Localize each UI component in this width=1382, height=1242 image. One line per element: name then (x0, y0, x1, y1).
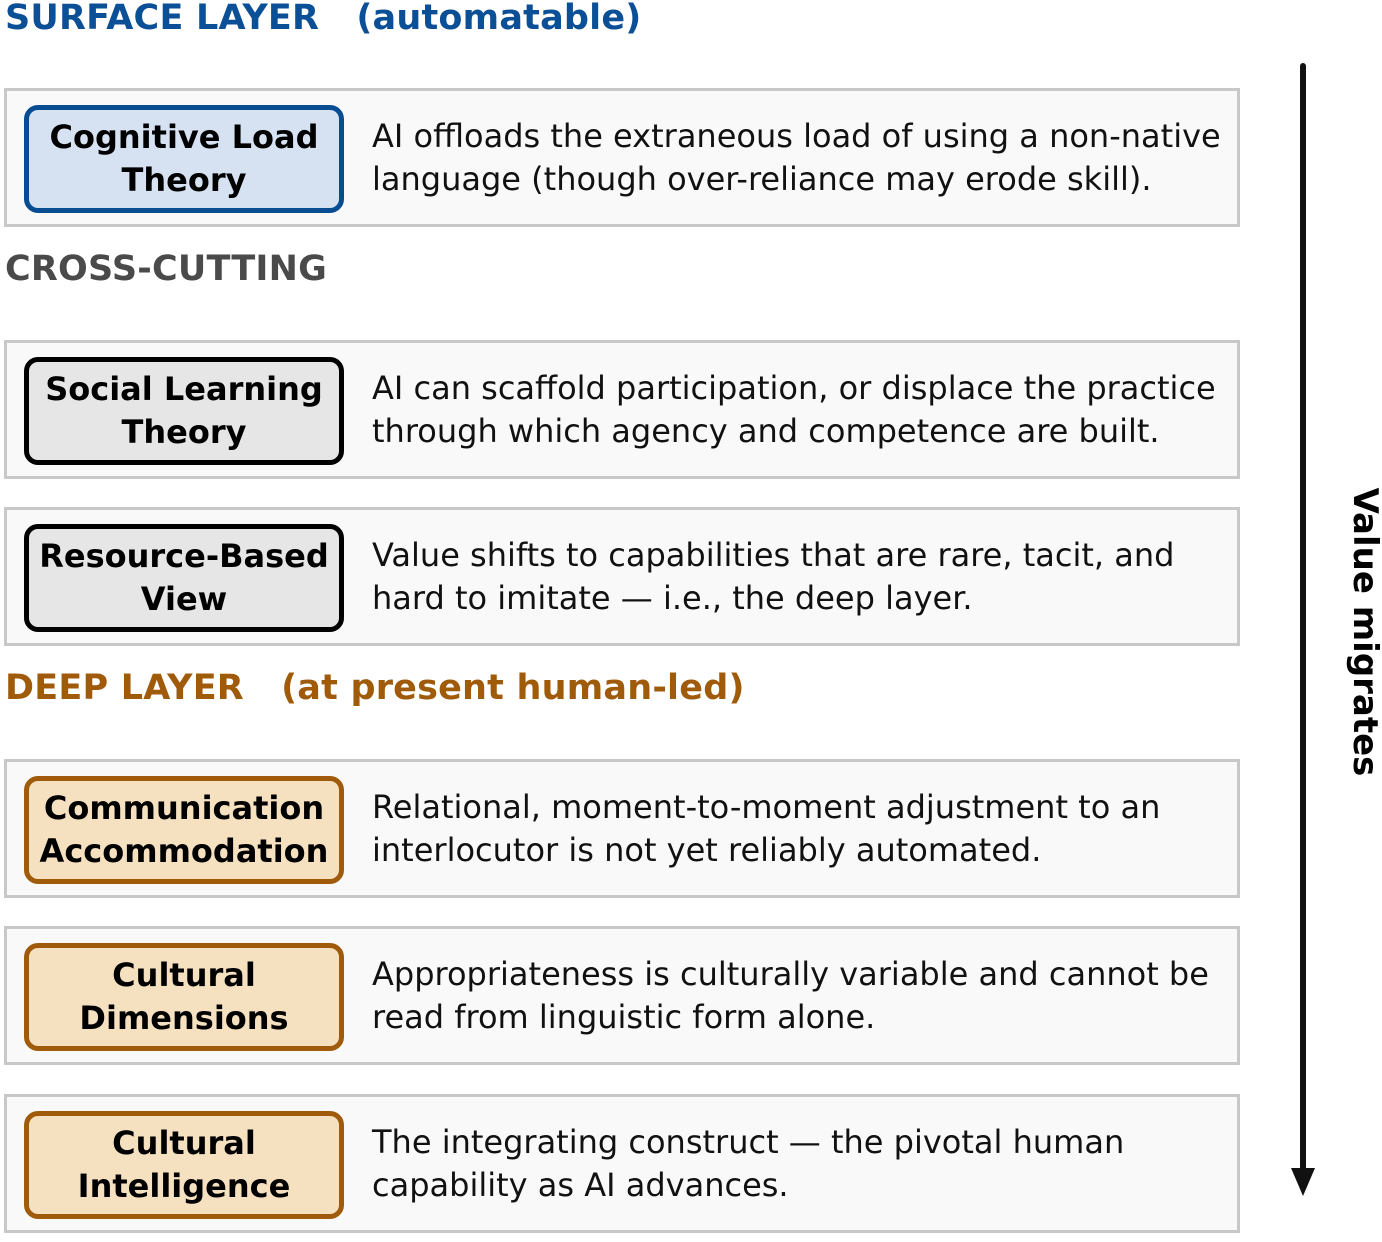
surface-layer-subtitle: (automatable) (356, 0, 642, 38)
description-line: capability as AI advances. (372, 1166, 789, 1204)
description-line: interlocutor is not yet reliably automat… (372, 831, 1042, 869)
theory-tag-line: Intelligence (77, 1167, 291, 1205)
description-line: through which agency and competence are … (372, 412, 1160, 450)
description-line: AI offloads the extraneous load of using… (372, 117, 1221, 155)
description-line: Appropriateness is culturally variable a… (372, 955, 1209, 993)
description-line: AI can scaffold participation, or displa… (372, 369, 1216, 407)
theory-tag: Cognitive Load Theory (24, 105, 344, 213)
theory-tag-line: Dimensions (79, 999, 289, 1037)
theory-row: Resource-Based View Value shifts to capa… (4, 507, 1240, 646)
theory-tag-line: Cultural (112, 956, 256, 994)
theory-tag-line: Cognitive Load (49, 118, 319, 156)
cross-cutting-title: CROSS-CUTTING (5, 249, 328, 289)
theory-tag: Resource-Based View (24, 524, 344, 632)
theory-tag: Cultural Dimensions (24, 943, 344, 1051)
surface-layer-title: SURFACE LAYER (5, 0, 320, 38)
theory-tag: Communication Accommodation (24, 776, 344, 884)
theory-description: AI can scaffold participation, or displa… (372, 367, 1232, 453)
description-line: read from linguistic form alone. (372, 998, 876, 1036)
theory-description: Relational, moment-to-moment adjustment … (372, 786, 1232, 872)
deep-layer-title: DEEP LAYER (5, 668, 244, 708)
cross-cutting-heading: CROSS-CUTTING (5, 249, 327, 289)
value-arrow-shaft (1300, 63, 1306, 1175)
surface-layer-heading: SURFACE LAYER (automatable) (5, 0, 641, 38)
theory-row: Communication Accommodation Relational, … (4, 759, 1240, 898)
theory-row: Cultural Intelligence The integrating co… (4, 1094, 1240, 1233)
value-arrow-head (1291, 1168, 1315, 1196)
theory-tag-line: Communication (43, 789, 325, 827)
theory-tag-line: Theory (121, 413, 247, 451)
deep-layer-heading: DEEP LAYER (at present human-led) (5, 668, 745, 708)
theory-tag-line: Accommodation (39, 832, 329, 870)
theory-row: Cognitive Load Theory AI offloads the ex… (4, 88, 1240, 227)
theory-row: Social Learning Theory AI can scaffold p… (4, 340, 1240, 479)
theory-tag: Cultural Intelligence (24, 1111, 344, 1219)
theory-tag-line: Theory (121, 161, 247, 199)
theory-tag: Social Learning Theory (24, 357, 344, 465)
theory-tag-line: Cultural (112, 1124, 256, 1162)
deep-layer-subtitle: (at present human-led) (281, 668, 745, 708)
theory-description: Appropriateness is culturally variable a… (372, 953, 1232, 1039)
theory-description: The integrating construct — the pivotal … (372, 1121, 1232, 1207)
theory-description: Value shifts to capabilities that are ra… (372, 534, 1232, 620)
description-line: language (though over-reliance may erode… (372, 160, 1152, 198)
description-line: hard to imitate — i.e., the deep layer. (372, 579, 973, 617)
theory-row: Cultural Dimensions Appropriateness is c… (4, 926, 1240, 1065)
value-arrow-label: Value migrates (1345, 487, 1382, 777)
description-line: Value shifts to capabilities that are ra… (372, 536, 1175, 574)
description-line: The integrating construct — the pivotal … (372, 1123, 1125, 1161)
description-line: Relational, moment-to-moment adjustment … (372, 788, 1161, 826)
theory-tag-line: View (140, 580, 228, 618)
theory-description: AI offloads the extraneous load of using… (372, 115, 1232, 201)
theory-tag-line: Social Learning (45, 370, 323, 408)
theory-tag-line: Resource-Based (39, 537, 329, 575)
